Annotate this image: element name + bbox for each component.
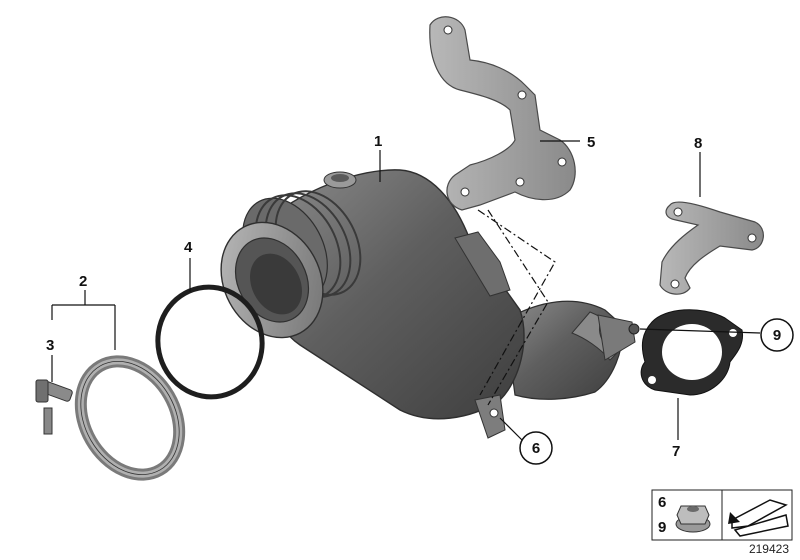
leader-lines (51, 140, 761, 441)
arrow-tool-icon (728, 499, 789, 537)
flange-nut-icon (675, 505, 711, 533)
side-bracket (659, 201, 764, 295)
label-4: 4 (184, 239, 193, 256)
label-6-callout: 6 (519, 431, 553, 465)
legend-label-9: 9 (658, 519, 666, 536)
catalytic-converter (220, 169, 636, 439)
label-9: 9 (773, 327, 781, 344)
sealing-ring (155, 284, 265, 400)
label-1: 1 (374, 133, 382, 150)
label-9-callout: 9 (760, 318, 794, 352)
label-8: 8 (694, 135, 702, 152)
label-3: 3 (46, 337, 54, 354)
label-5: 5 (587, 134, 595, 151)
legend-label-6: 6 (658, 494, 666, 511)
stud-nut (628, 323, 640, 335)
upper-bracket (429, 16, 576, 211)
label-6: 6 (532, 440, 540, 457)
hex-nut (489, 408, 499, 418)
label-2: 2 (79, 273, 87, 290)
legend-box: 6 9 (651, 489, 793, 541)
clamp-bolt (35, 379, 73, 435)
label-7: 7 (672, 443, 680, 460)
gasket (640, 309, 744, 396)
diagram-number: 219423 (749, 542, 789, 556)
v-band-clamp (74, 355, 186, 481)
